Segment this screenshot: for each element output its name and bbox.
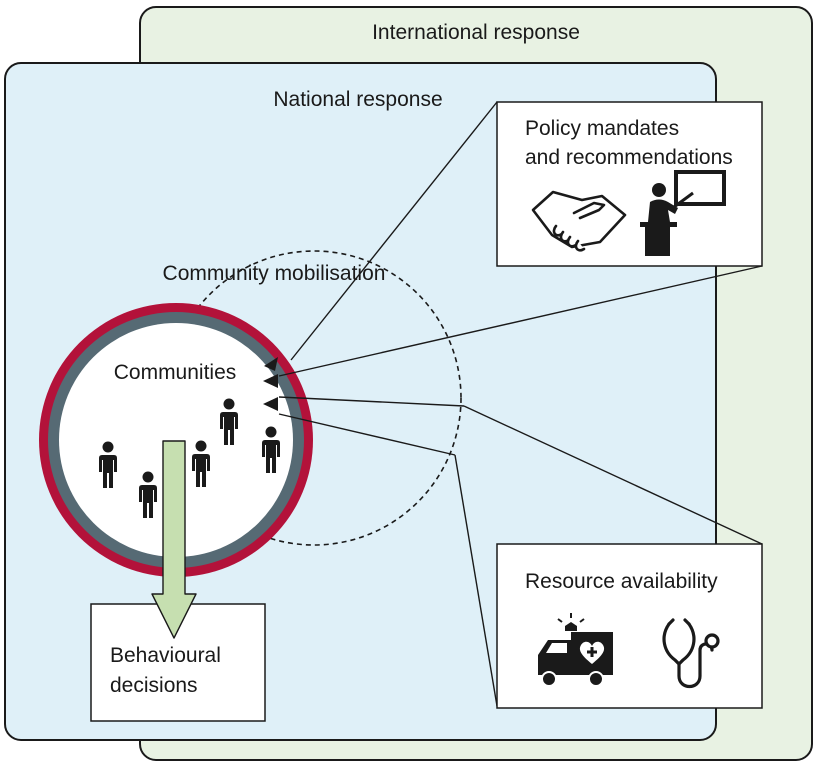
resource-availability-box xyxy=(496,543,763,709)
person-icon xyxy=(99,441,117,488)
communities-core xyxy=(59,323,293,557)
communities-label: Communities xyxy=(113,361,237,384)
community-people xyxy=(99,398,280,518)
handshake-icon xyxy=(531,190,627,252)
behavioural-label: Behavioural xyxy=(110,644,221,667)
connector-lines xyxy=(278,101,763,707)
policy-mandates-label: Policy mandates xyxy=(525,117,680,140)
person-icon xyxy=(220,398,238,445)
recommendations-label: and recommendations xyxy=(525,146,733,169)
decisions-label: decisions xyxy=(110,674,198,697)
national-response-label: National response xyxy=(273,88,443,111)
person-icon xyxy=(139,471,157,518)
international-response-label: International response xyxy=(372,21,580,44)
resource-availability-label: Resource availability xyxy=(525,570,718,593)
arrowheads xyxy=(263,357,278,411)
community-mobilisation-label: Community mobilisation xyxy=(162,262,386,285)
teacher-at-board-icon xyxy=(640,170,726,256)
person-icon xyxy=(262,426,280,473)
ambulance-icon xyxy=(538,613,613,687)
stethoscope-icon xyxy=(662,618,720,689)
behaviour-arrow xyxy=(151,440,197,639)
person-icon xyxy=(192,440,210,487)
